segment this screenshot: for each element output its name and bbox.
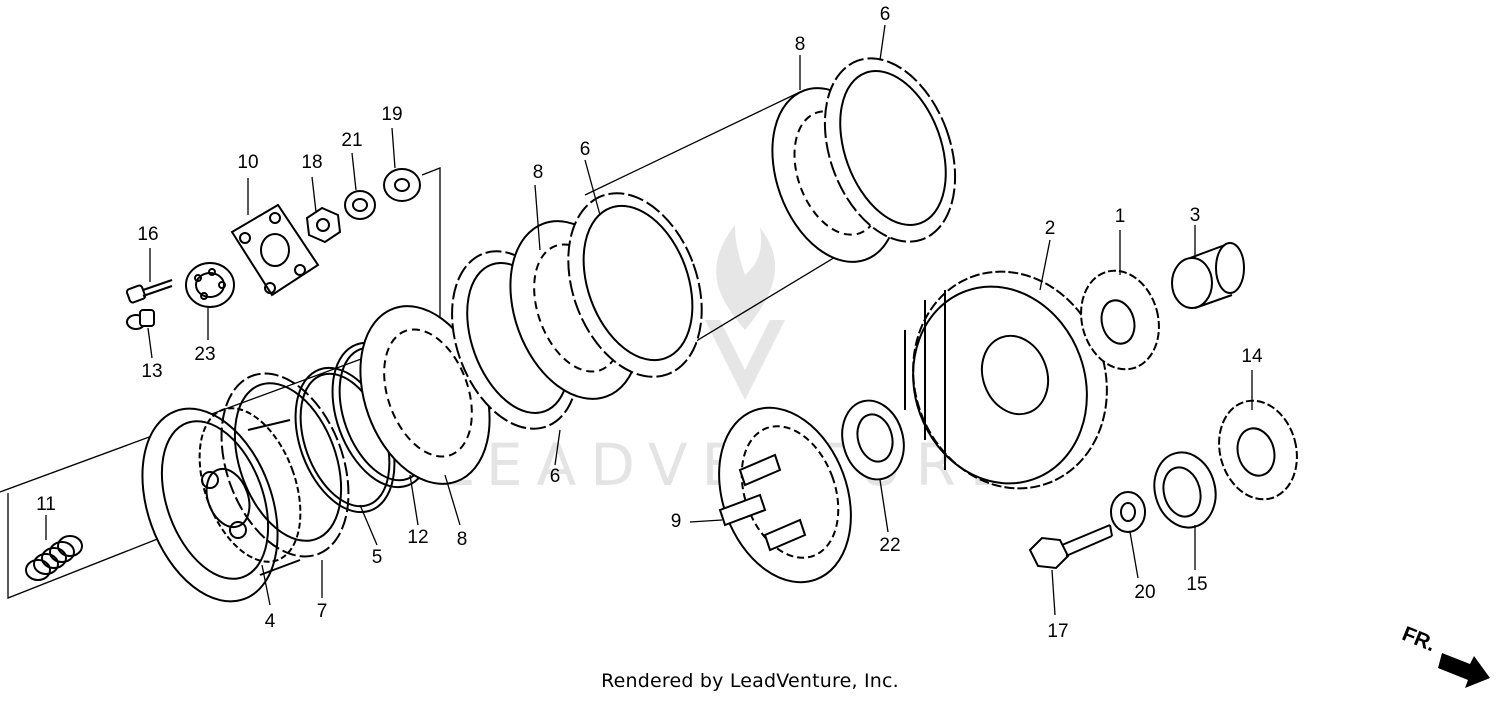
part-18-nut (305, 206, 342, 244)
part-4-pressure-plate (141, 407, 302, 603)
callout-1: 1 (1115, 206, 1126, 227)
part-6-disc-upper (823, 57, 957, 243)
callout-7: 7 (317, 601, 328, 622)
part-1-gear (1080, 269, 1160, 371)
part-14-gear (1218, 399, 1298, 501)
part-9-pressure-plate (718, 406, 852, 584)
callout-15: 15 (1186, 574, 1207, 595)
part-10-lifter-plate (230, 203, 320, 297)
direction-label: FR. (1399, 622, 1439, 656)
part-23-bearing (185, 262, 235, 308)
callout-8-middle: 8 (533, 162, 544, 183)
callout-16: 16 (137, 224, 158, 245)
leader-lines (45, 24, 1253, 616)
callout-8-lower: 8 (457, 529, 468, 550)
callout-17: 17 (1047, 621, 1068, 642)
callout-21: 21 (341, 130, 362, 151)
callout-8-upper: 8 (795, 34, 806, 55)
part-6-disc-middle (567, 192, 703, 378)
part-16-bolt (125, 279, 173, 304)
callout-10: 10 (237, 152, 258, 173)
callout-9: 9 (671, 511, 682, 532)
callout-20: 20 (1134, 582, 1155, 603)
front-arrow-icon (1438, 653, 1490, 688)
callout-labels: 1 2 3 4 5 6 6 6 7 8 8 8 9 10 11 12 13 14… (36, 4, 1263, 642)
callout-2: 2 (1045, 218, 1056, 239)
callout-4: 4 (265, 611, 276, 632)
callout-19: 19 (381, 104, 402, 125)
callout-22: 22 (879, 535, 900, 556)
part-22-thrust-washer (841, 399, 905, 481)
part-21-washer (344, 190, 376, 220)
callout-14: 14 (1241, 346, 1263, 367)
part-3-collar (1171, 242, 1245, 309)
part-7-friction-disc (220, 372, 350, 558)
callout-6-lower: 6 (550, 466, 561, 487)
callout-6-middle: 6 (580, 139, 591, 160)
part-19-washer (383, 168, 421, 202)
callout-13: 13 (141, 361, 162, 382)
part-11-spring (25, 535, 83, 581)
part-15-hub (1153, 451, 1217, 529)
callout-18: 18 (301, 152, 322, 173)
callout-6-upper: 6 (880, 4, 891, 25)
callout-11: 11 (36, 494, 56, 515)
render-credit: Rendered by LeadVenture, Inc. (601, 670, 899, 692)
part-13-pin (126, 309, 155, 330)
callout-23: 23 (194, 344, 215, 365)
callout-12: 12 (407, 527, 428, 548)
part-17-bolt (1028, 524, 1113, 570)
callout-5: 5 (372, 547, 383, 568)
callout-3: 3 (1190, 205, 1201, 226)
part-20-washer (1110, 491, 1146, 533)
